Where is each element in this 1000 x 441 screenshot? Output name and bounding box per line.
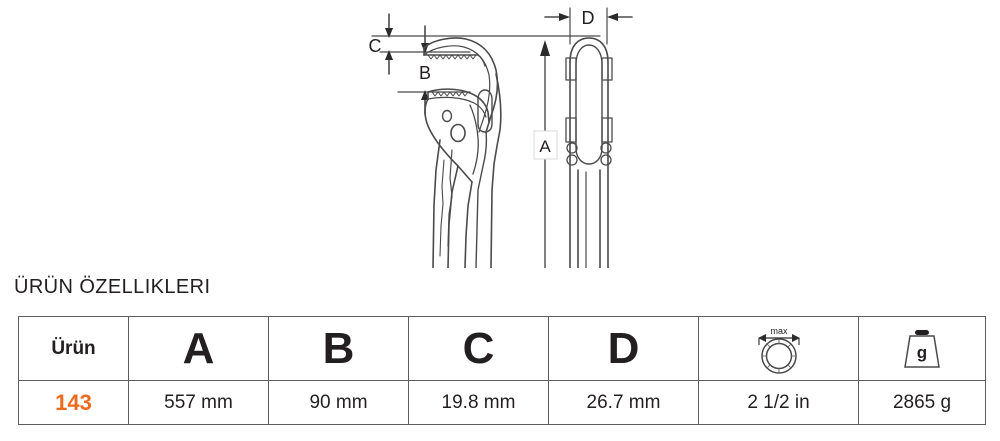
header-label-b: B xyxy=(322,323,355,373)
dimension-label-a: A xyxy=(539,137,551,156)
pipe-icon-max-label: max xyxy=(770,326,788,336)
cell-dimension-b: 90 mm xyxy=(268,380,409,425)
header-cell-pipe-capacity: max xyxy=(698,316,859,381)
weight-value: 2865 g xyxy=(892,391,952,413)
dimension-b-value: 90 mm xyxy=(309,391,368,413)
header-cell-a: A xyxy=(128,316,269,381)
cell-dimension-a: 557 mm xyxy=(128,380,269,425)
header-label-a: A xyxy=(182,323,215,373)
header-cell-weight: g xyxy=(858,316,986,381)
page-title: ÜRÜN ÖZELLIKLERI xyxy=(14,276,211,298)
cell-dimension-d: 26.7 mm xyxy=(548,380,699,425)
dimension-label-a-box xyxy=(533,130,558,160)
product-specifications-table: Ürün A B C D max xyxy=(18,316,986,425)
technical-drawing: C B D A xyxy=(369,7,633,268)
cell-pipe-capacity: 2 1/2 in xyxy=(698,380,859,425)
header-label-d: D xyxy=(607,323,640,373)
cell-product-code: 143 xyxy=(18,380,129,425)
dimension-c-value: 19.8 mm xyxy=(441,391,516,413)
header-cell-b: B xyxy=(268,316,409,381)
table-header-row: Ürün A B C D max xyxy=(18,316,986,381)
header-label-c: C xyxy=(462,323,495,373)
header-cell-c: C xyxy=(408,316,549,381)
dimension-label-d: D xyxy=(582,8,595,28)
header-label-urun: Ürün xyxy=(51,337,96,359)
header-cell-urun: Ürün xyxy=(18,316,129,381)
dimension-label-b: B xyxy=(419,63,431,83)
pipe-capacity-value: 2 1/2 in xyxy=(747,391,810,413)
product-code-value: 143 xyxy=(55,389,92,415)
header-cell-d: D xyxy=(548,316,699,381)
dimension-a-value: 557 mm xyxy=(164,391,233,413)
weight-icon: g xyxy=(859,317,985,380)
cell-dimension-c: 19.8 mm xyxy=(408,380,549,425)
pipe-wrench-drawing-svg: C B D A xyxy=(369,7,633,268)
dimension-d-value: 26.7 mm xyxy=(586,391,661,413)
weight-icon-unit-label: g xyxy=(917,343,927,362)
dimension-label-c: C xyxy=(369,36,382,56)
pipe-capacity-icon: max xyxy=(699,317,858,380)
cell-weight: 2865 g xyxy=(858,380,986,425)
table-row: 143 557 mm 90 mm 19.8 mm 26.7 mm 2 1/2 i… xyxy=(18,380,986,425)
